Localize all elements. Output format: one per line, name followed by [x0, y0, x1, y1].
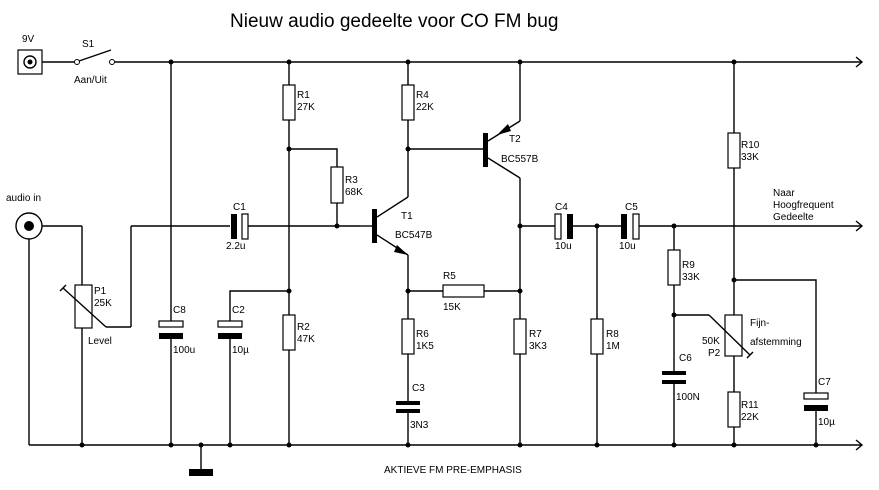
switch-ref: S1 [82, 39, 95, 50]
r1-ref: R1 [297, 90, 310, 101]
ground-arrow-icon [855, 439, 864, 451]
c2-value: 10µ [232, 345, 249, 356]
dc-jack-9v [17, 49, 43, 75]
output-line-3: Gedeelte [773, 212, 814, 223]
r11-value: 22K [741, 412, 759, 423]
p1-ref: P1 [94, 286, 107, 297]
c8-value: 100u [173, 345, 195, 356]
resistor-r3 [330, 166, 344, 204]
resistor-r9 [667, 249, 681, 286]
output-line-2: Hoogfrequent [773, 200, 834, 211]
c6-value: 100N [676, 392, 700, 403]
p2-ref: P2 [708, 348, 721, 359]
r2-value: 47K [297, 334, 315, 345]
c1-ref: C1 [233, 202, 246, 213]
r10-ref: R10 [741, 140, 760, 151]
capacitor-c6 [662, 371, 686, 384]
resistor-r7 [513, 318, 527, 355]
r7-value: 3K3 [529, 341, 547, 352]
capacitor-c5 [621, 213, 640, 240]
transistor-t1 [372, 196, 409, 256]
ground-symbol-icon [189, 469, 213, 476]
p2-value: 50K [702, 336, 720, 347]
c2-ref: C2 [232, 305, 245, 316]
audio-input-jack [15, 212, 43, 240]
c4-value: 10u [555, 241, 572, 252]
r5-ref: R5 [443, 271, 456, 282]
t1-ref: T1 [401, 211, 413, 222]
r4-ref: R4 [416, 90, 429, 101]
r9-ref: R9 [682, 260, 695, 271]
resistor-r10 [727, 132, 741, 169]
p2-note-1: Fijn- [750, 318, 769, 329]
r6-ref: R6 [416, 329, 429, 340]
output-line-1: Naar [773, 188, 795, 199]
output-arrow-icon [855, 220, 864, 232]
r4-value: 22K [416, 102, 434, 113]
p1-value: 25K [94, 298, 112, 309]
capacitor-c7 [803, 392, 829, 411]
capacitor-c2 [217, 320, 243, 339]
c6-ref: C6 [679, 353, 692, 364]
t2-ref: T2 [509, 134, 521, 145]
c3-ref: C3 [412, 383, 425, 394]
r3-ref: R3 [345, 175, 358, 186]
c5-value: 10u [619, 241, 636, 252]
c3-value: 3N3 [410, 420, 429, 431]
junctions [79, 59, 819, 448]
switch-label: Aan/Uit [74, 75, 107, 86]
resistor-r4 [401, 84, 415, 121]
rail-arrow-icon [855, 56, 864, 68]
input-label: audio in [6, 193, 41, 204]
c1-value: 2.2u [226, 241, 245, 252]
capacitor-c1 [231, 213, 249, 240]
supply-label: 9V [22, 34, 35, 45]
transistor-t2 [483, 120, 521, 179]
c4-ref: C4 [555, 202, 568, 213]
resistor-r6 [401, 318, 415, 355]
resistor-r2 [282, 314, 296, 351]
r9-value: 33K [682, 272, 700, 283]
resistor-r8 [590, 318, 604, 355]
capacitor-c3 [396, 401, 420, 413]
resistor-r1 [282, 84, 296, 121]
capacitor-c4 [554, 213, 573, 240]
t2-value: BC557B [501, 154, 539, 165]
c7-ref: C7 [818, 377, 831, 388]
r8-value: 1M [606, 341, 620, 352]
r11-ref: R11 [741, 400, 759, 411]
r7-ref: R7 [529, 329, 542, 340]
switch-s1 [74, 49, 115, 65]
r1-value: 27K [297, 102, 315, 113]
potentiometer-p2 [674, 314, 754, 359]
t1-value: BC547B [395, 230, 433, 241]
capacitor-c8 [158, 320, 184, 339]
potentiometer-p1 [59, 284, 107, 329]
r5-value: 15K [443, 302, 461, 313]
footer-caption: AKTIEVE FM PRE-EMPHASIS [384, 465, 522, 476]
r8-ref: R8 [606, 329, 619, 340]
c8-ref: C8 [173, 305, 186, 316]
resistor-r5 [442, 284, 485, 298]
r10-value: 33K [741, 152, 759, 163]
r2-ref: R2 [297, 322, 310, 333]
p2-note-2: afstemming [750, 337, 802, 348]
c7-value: 10µ [818, 417, 835, 428]
r3-value: 68K [345, 187, 363, 198]
schematic-title: Nieuw audio gedeelte voor CO FM bug [230, 11, 558, 32]
p1-note: Level [88, 336, 112, 347]
c5-ref: C5 [625, 202, 638, 213]
r6-value: 1K5 [416, 341, 434, 352]
resistor-r11 [727, 391, 741, 428]
